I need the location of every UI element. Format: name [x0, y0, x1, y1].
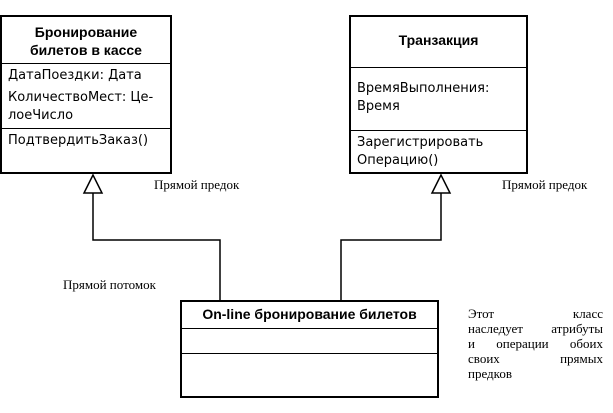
note-line: предков: [468, 366, 512, 381]
label-direct-descendant: Прямой потомок: [63, 277, 156, 292]
inheritance-arrow-left: [82, 173, 104, 194]
class-transaction-attributes: ВремяВыполнения: Время: [351, 67, 526, 130]
attribute-seat-count: КоличествоМест: Це-: [8, 90, 154, 105]
class-online-booking-attributes: [182, 328, 437, 353]
note-line: своих прямых: [468, 351, 603, 366]
note-text: Этот класс наследует атрибуты и операции…: [468, 306, 603, 381]
class-online-booking: On-line бронирование билетов: [180, 300, 439, 398]
class-booking-office-header: Бронирование билетов в кассе: [2, 17, 170, 63]
label-direct-ancestor-right: Прямой предок: [502, 177, 588, 192]
note-line: наследует атрибуты: [468, 321, 603, 336]
class-booking-office-operations: ПодтвердитьЗаказ(): [2, 128, 170, 172]
class-transaction-operations: Зарегистрировать Операцию(): [351, 130, 526, 172]
operation-register-cont: Операцию(): [357, 153, 439, 168]
label-direct-ancestor-left: Прямой предок: [154, 177, 240, 192]
class-transaction: Транзакция ВремяВыполнения: Время Зареги…: [349, 15, 528, 174]
operation-register: Зарегистрировать: [357, 135, 484, 150]
inheritance-arrow-right: [430, 173, 452, 194]
class-transaction-header: Транзакция: [351, 17, 526, 67]
note-line: и операции обоих: [468, 336, 603, 351]
class-online-booking-title: On-line бронирование билетов: [202, 306, 417, 322]
class-booking-office-attributes: ДатаПоездки: Дата КоличествоМест: Це- ло…: [2, 63, 170, 128]
attribute-execution-time: ВремяВыполнения:: [357, 81, 490, 96]
class-online-booking-header: On-line бронирование билетов: [182, 302, 437, 328]
attribute-execution-time-type: Время: [357, 99, 400, 114]
inheritance-line-left: [92, 193, 221, 300]
class-booking-office: Бронирование билетов в кассе ДатаПоездки…: [0, 15, 172, 174]
attribute-trip-date: ДатаПоездки: Дата: [8, 68, 142, 83]
inheritance-line-right: [340, 193, 442, 300]
class-transaction-title: Транзакция: [398, 32, 479, 48]
operation-confirm-order: ПодтвердитьЗаказ(): [8, 133, 149, 148]
note-line: Этот класс: [468, 306, 603, 321]
class-booking-office-title-line1: Бронирование: [34, 24, 138, 40]
class-online-booking-operations: [182, 353, 437, 396]
class-booking-office-title-line2: билетов в кассе: [30, 42, 142, 58]
attribute-seat-count-cont: лоеЧисло: [8, 108, 74, 123]
